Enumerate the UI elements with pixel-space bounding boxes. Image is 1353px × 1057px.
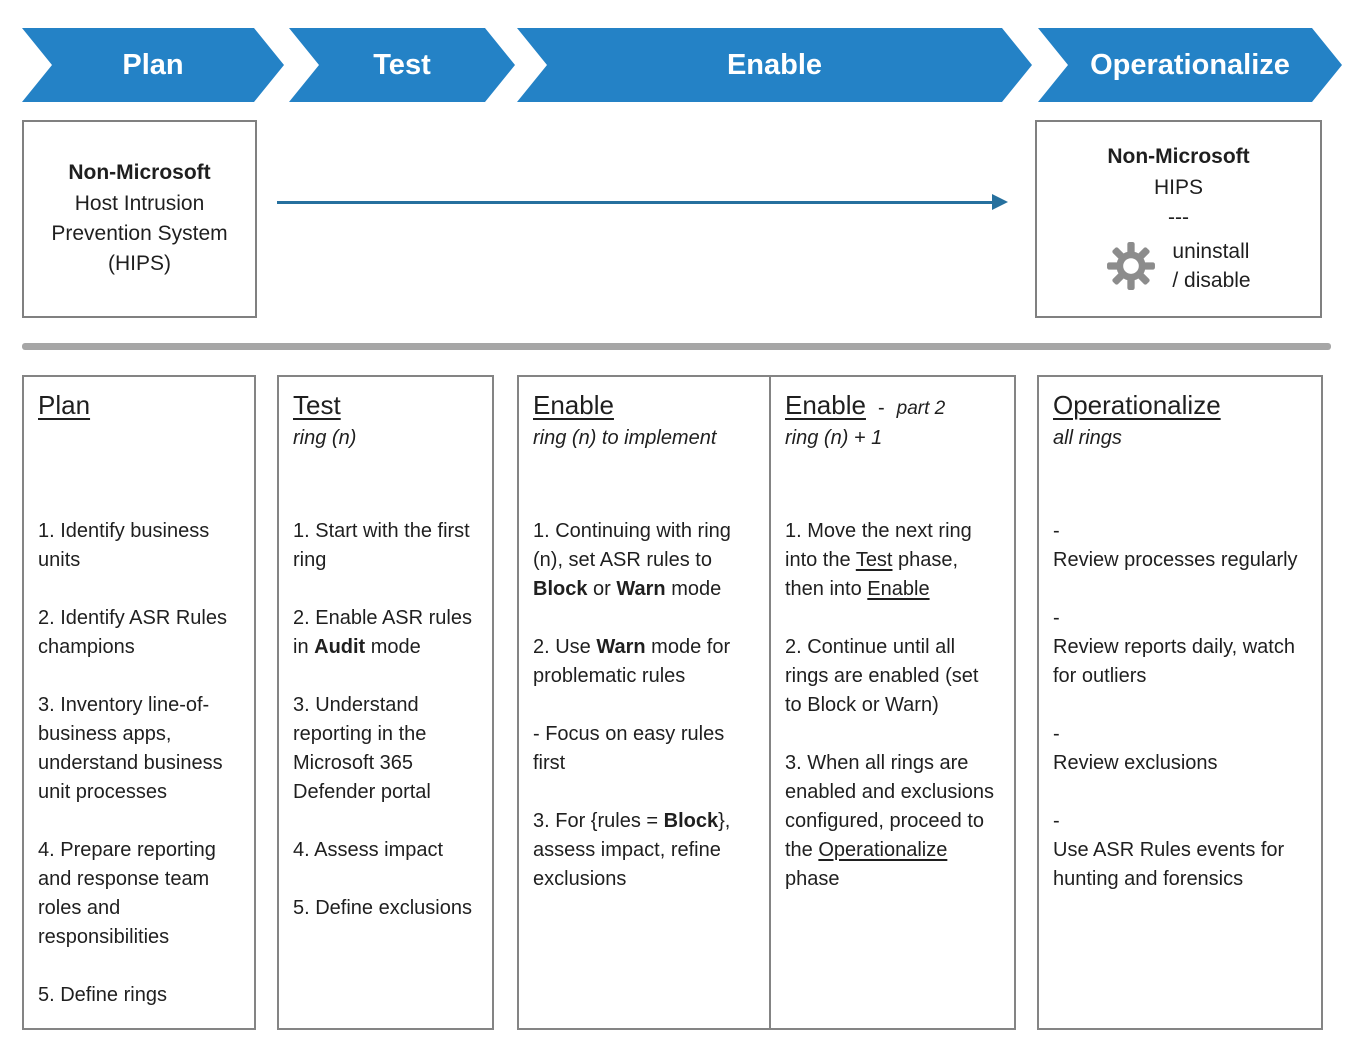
column-title: Plan <box>38 390 91 420</box>
hips-before-line: (HIPS) <box>108 252 171 276</box>
column-subtitle: ring (n) + 1 <box>785 427 883 449</box>
column-enable-part2: Enable - part 2 ring (n) + 1 1. Move the… <box>769 375 1016 1030</box>
column-operationalize-items: -Review processes regularly -Review repo… <box>1053 517 1307 894</box>
column-enable-part2-header: Enable - part 2 <box>785 390 1000 421</box>
chevron-operationalize: Operationalize <box>1038 28 1342 102</box>
list-item: 3. When all rings are enabled and exclus… <box>785 752 995 890</box>
chevron-operationalize-label: Operationalize <box>1090 48 1290 81</box>
column-subtitle: ring (n) to implement <box>533 427 717 449</box>
chevron-test-label: Test <box>373 48 431 81</box>
column-enable: Enable ring (n) to implement 1. Continui… <box>517 375 771 1030</box>
column-title: Operationalize <box>1053 390 1221 420</box>
column-title: Test <box>293 390 341 420</box>
hips-after-separator: --- <box>1168 206 1189 230</box>
chevron-plan-label: Plan <box>122 48 184 81</box>
column-plan-items: 1. Identify business units 2. Identify A… <box>38 517 240 1010</box>
list-item: 4. Assess impact <box>293 839 444 861</box>
list-item: 5. Define exclusions <box>293 897 472 919</box>
list-item: -Review processes regularly <box>1053 520 1298 571</box>
column-enable-header: Enable <box>533 390 755 421</box>
list-item: 2. Identify ASR Rules champions <box>38 607 227 658</box>
chevron-test: Test <box>289 28 515 102</box>
list-item: 2. Use Warn mode for problematic rules <box>533 636 731 687</box>
list-item: 3. Inventory line-of-business apps, unde… <box>38 694 223 803</box>
chevron-enable-label: Enable <box>726 48 823 81</box>
list-item: -Use ASR Rules events for hunting and fo… <box>1053 810 1285 890</box>
column-subtitle: all rings <box>1053 427 1122 449</box>
column-enable-part2-items: 1. Move the next ring into the Test phas… <box>785 517 1000 894</box>
hips-action-text: uninstall / disable <box>1172 237 1250 296</box>
list-item: 1. Move the next ring into the Test phas… <box>785 520 972 600</box>
chevron-plan: Plan <box>22 28 284 102</box>
hips-before-line: Prevention System <box>51 222 228 245</box>
section-divider <box>22 343 1331 350</box>
hips-after-line: HIPS <box>1153 175 1203 199</box>
hips-before-line: Host Intrusion <box>74 191 205 215</box>
list-item: - Focus on easy rules first <box>533 723 725 774</box>
hips-action-line: / disable <box>1172 269 1251 293</box>
hips-action-row: uninstall / disable <box>1106 237 1251 296</box>
column-test-items: 1. Start with the first ring 2. Enable A… <box>293 517 478 923</box>
column-title: Enable <box>533 390 614 420</box>
column-title: Enable <box>785 390 866 420</box>
column-title-separator: - <box>877 397 885 419</box>
list-item: 3. Understand reporting in the Microsoft… <box>293 694 431 803</box>
column-plan: Plan 1. Identify business units 2. Ident… <box>22 375 256 1030</box>
chevron-enable: Enable <box>517 28 1032 102</box>
list-item: -Review exclusions <box>1053 723 1218 774</box>
column-test: Test ring (n) 1. Start with the first ri… <box>277 375 494 1030</box>
hips-before-line: Non-Microsoft <box>68 161 211 185</box>
list-item: -Review reports daily, watch for outlier… <box>1053 607 1295 687</box>
column-test-header: Test <box>293 390 478 421</box>
list-item: 1. Identify business units <box>38 520 210 571</box>
list-item: 3. For {rules = Block}, assess impact, r… <box>533 810 731 890</box>
list-item: 4. Prepare reporting and response team r… <box>38 839 216 948</box>
list-item: 1. Continuing with ring (n), set ASR rul… <box>533 520 731 600</box>
hips-transition-arrow <box>277 194 1008 210</box>
column-title-note: part 2 <box>896 398 946 419</box>
list-item: 2. Continue until all rings are enabled … <box>785 636 979 716</box>
list-item: 5. Define rings <box>38 984 167 1006</box>
list-item: 2. Enable ASR rules in Audit mode <box>293 607 472 658</box>
column-plan-header: Plan <box>38 390 240 421</box>
hips-before-box: Non-Microsoft Host Intrusion Prevention … <box>22 120 257 318</box>
gear-icon <box>1106 241 1156 291</box>
column-operationalize-header: Operationalize <box>1053 390 1307 421</box>
hips-after-box: Non-Microsoft HIPS --- <box>1035 120 1322 318</box>
column-subtitle: ring (n) <box>293 427 357 449</box>
hips-after-line: Non-Microsoft <box>1107 145 1250 169</box>
hips-action-line: uninstall <box>1172 239 1250 263</box>
column-operationalize: Operationalize all rings -Review process… <box>1037 375 1323 1030</box>
column-enable-items: 1. Continuing with ring (n), set ASR rul… <box>533 517 755 894</box>
column-subtitle <box>38 424 240 453</box>
list-item: 1. Start with the first ring <box>293 520 470 571</box>
